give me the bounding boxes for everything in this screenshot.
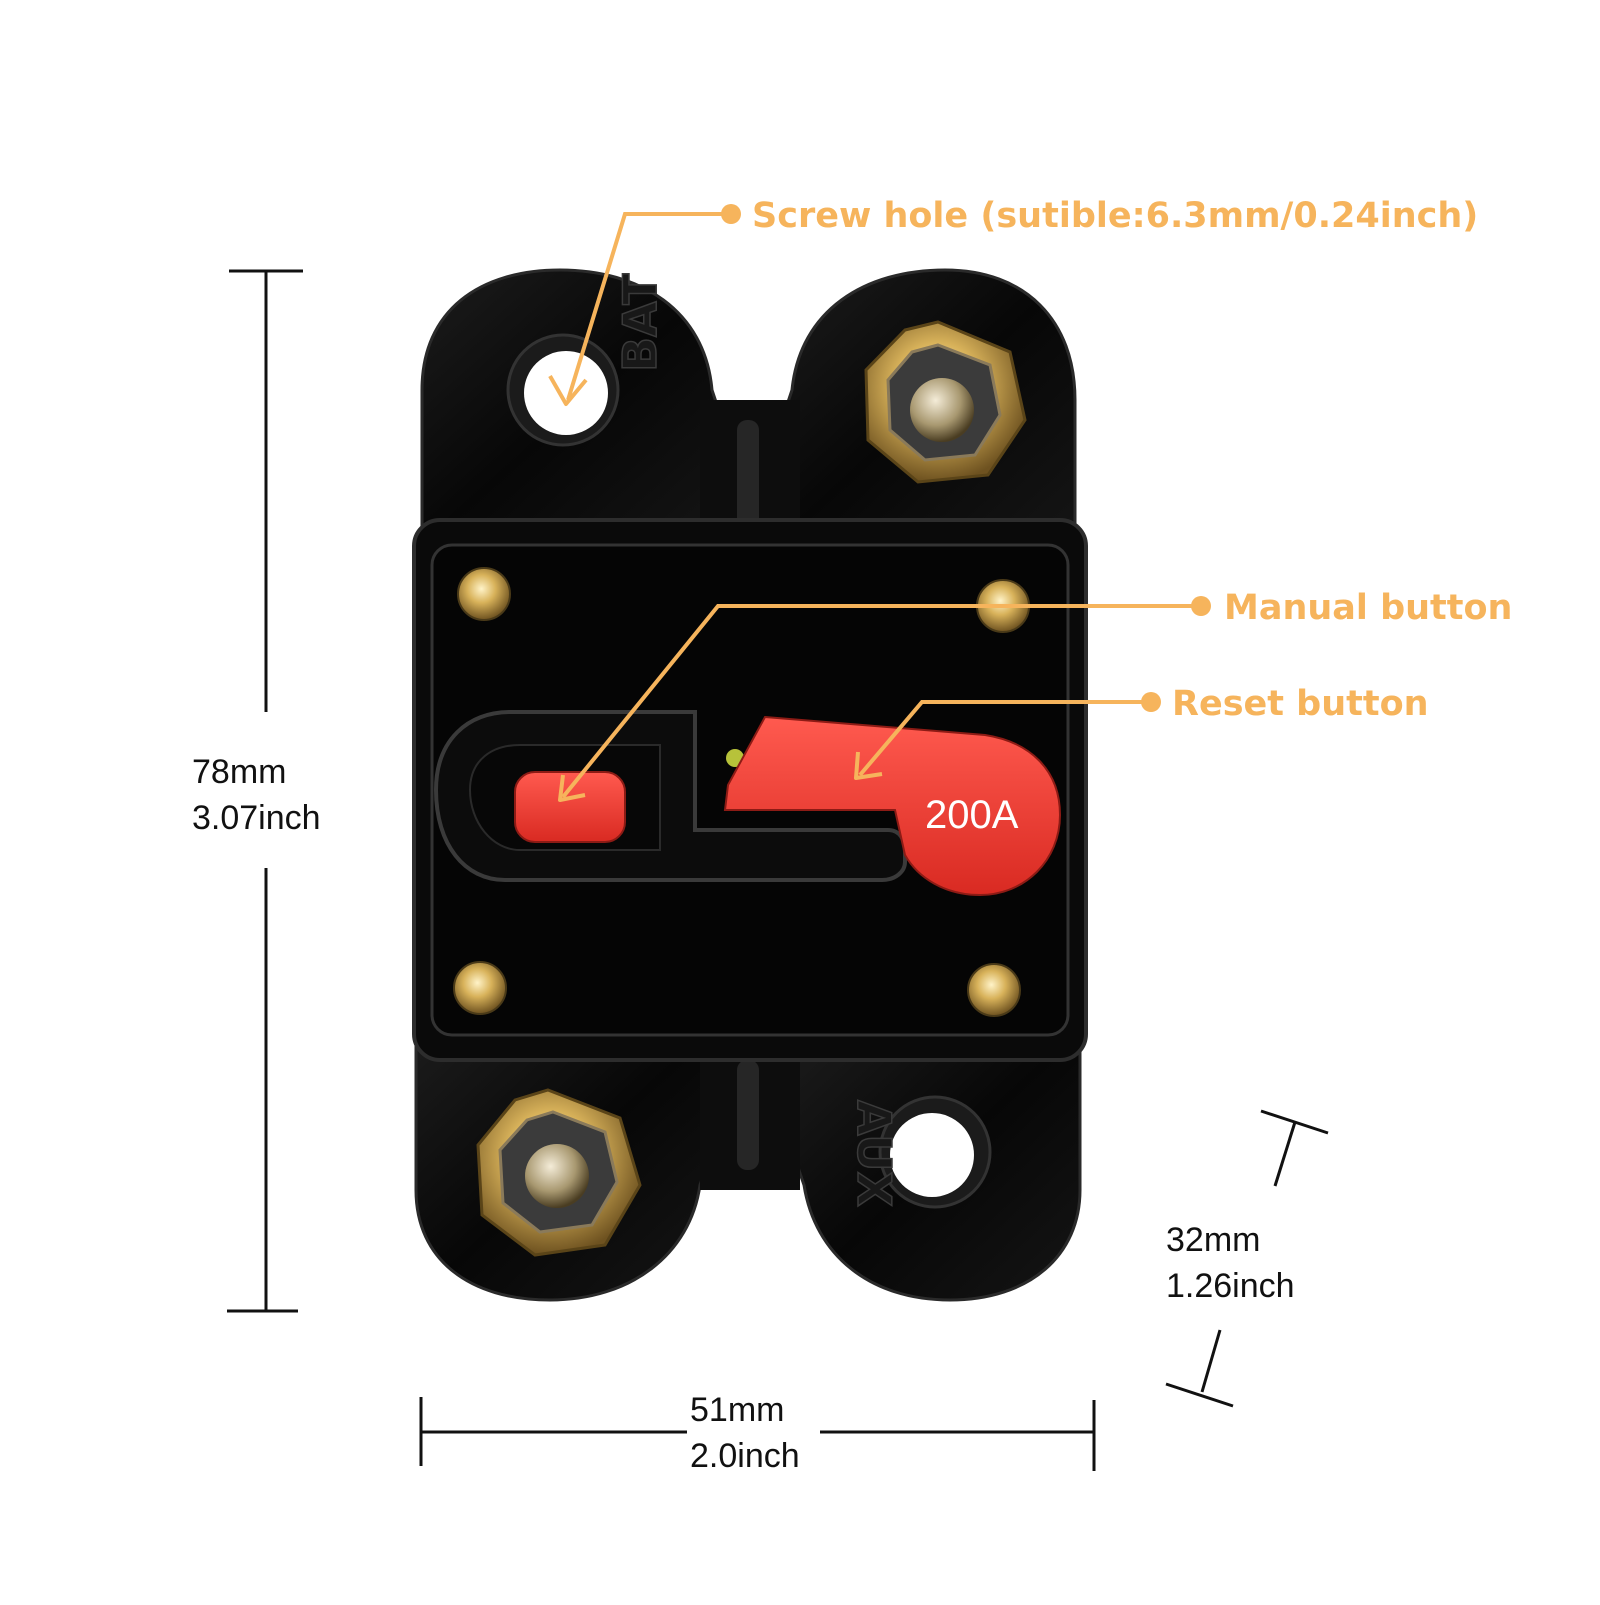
terminal-top-marking: BAT (613, 273, 667, 372)
depth-line-upper (1273, 1121, 1297, 1187)
callout-reset-button: Reset button (854, 684, 1429, 780)
callout-dot (721, 204, 741, 224)
depth-cap-bottom (1165, 1382, 1234, 1408)
reset-button[interactable] (723, 715, 1062, 897)
depth-inch-label: 1.26inch (1166, 1267, 1295, 1305)
depth-line-lower (1200, 1329, 1222, 1393)
screw-hole-top (506, 333, 620, 447)
rivet (457, 567, 511, 621)
callout-dot (1191, 596, 1211, 616)
rating-label: 200A (925, 793, 1019, 837)
callout-dot (1141, 692, 1161, 712)
dimension-lines (227, 269, 1329, 1471)
plate-rivets (453, 567, 1030, 1017)
arrowhead (854, 751, 883, 780)
terminal-bottom-left (476, 1088, 642, 1257)
height-inch-label: 3.07inch (192, 799, 321, 837)
callout-manual-button-leader (561, 604, 1201, 799)
callout-screw-hole: Screw hole (sutible:6.3mm/0.24inch) (548, 196, 1478, 406)
width-mm-label: 51mm (690, 1391, 784, 1429)
terminal-bottom-marking: AUX (847, 1100, 901, 1207)
rivet (967, 963, 1021, 1017)
terminal-top-right (864, 320, 1027, 484)
callout-screw-hole-leader (566, 212, 731, 401)
arrowhead (558, 774, 586, 802)
height-mm-label: 78mm (192, 753, 286, 791)
callout-screw-hole-label: Screw hole (sutible:6.3mm/0.24inch) (752, 196, 1478, 236)
callout-reset-button-label: Reset button (1172, 684, 1429, 724)
switch-assembly: 200A (433, 710, 1062, 897)
depth-mm-label: 32mm (1166, 1221, 1260, 1259)
width-inch-label: 2.0inch (690, 1437, 800, 1475)
arrowhead (548, 375, 588, 406)
manual-button[interactable] (514, 771, 626, 843)
callout-reset-button-leader (858, 700, 1151, 777)
callout-manual-button-label: Manual button (1224, 588, 1512, 628)
rivet (453, 961, 507, 1015)
callout-manual-button: Manual button (558, 588, 1512, 802)
screw-hole-bottom (878, 1095, 992, 1209)
